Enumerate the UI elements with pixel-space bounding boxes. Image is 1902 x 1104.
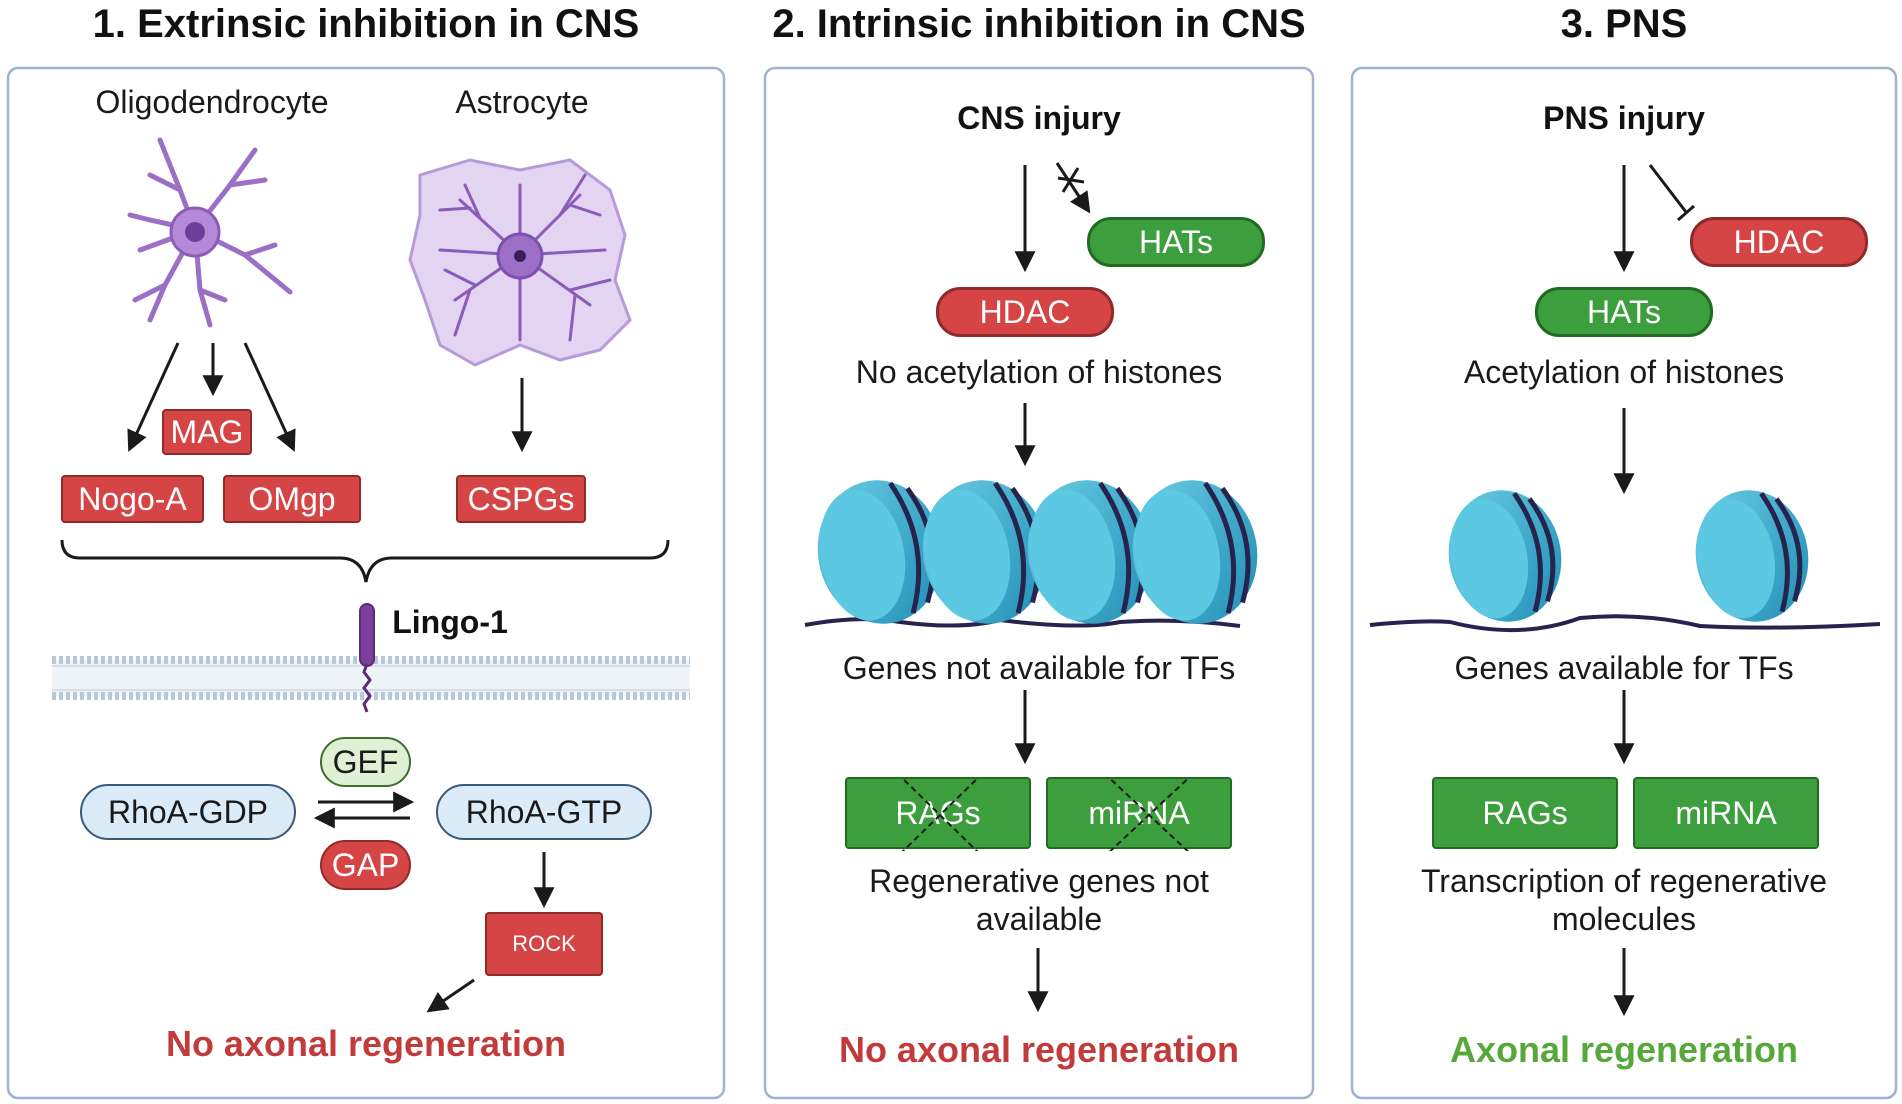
- mag-box: MAG: [162, 409, 252, 455]
- mirna-box-3: miRNA: [1633, 777, 1819, 849]
- panel-2-outcome: No axonal regeneration: [838, 1029, 1240, 1070]
- lingo-label: Lingo-1: [392, 604, 508, 640]
- genes-text-3: Genes available for TFs: [1454, 650, 1794, 686]
- panel-1-outcome: No axonal regeneration: [165, 1023, 567, 1064]
- rhoa-gtp-pill: RhoA-GTP: [436, 784, 652, 840]
- cns-injury-label: CNS injury: [957, 100, 1121, 136]
- hats-pill-2: HATs: [1087, 217, 1265, 267]
- inhibit-pnsinjury-to-hdac: [1648, 164, 1688, 213]
- dna-strand-3: [1369, 614, 1881, 633]
- regen-text-3: Transcription of regenerative molecules: [1420, 863, 1828, 937]
- mirna-box-2: miRNA: [1046, 777, 1232, 851]
- rags-label-2: RAGs: [895, 794, 981, 831]
- hats-pill-3: HATs: [1535, 287, 1713, 337]
- nucleosome-icons-compact: [817, 480, 1258, 624]
- pns-injury-label: PNS injury: [1543, 100, 1705, 136]
- omgp-box: OMgp: [223, 475, 361, 523]
- panel-3-frame: [1350, 66, 1898, 1100]
- arrow-oligo-to-nogo: [127, 342, 180, 452]
- crossed-out-icon: [901, 779, 979, 851]
- genes-text-2: Genes not available for TFs: [842, 650, 1236, 686]
- cspgs-box: CSPGs: [456, 475, 586, 523]
- gap-pill: GAP: [320, 840, 411, 890]
- rags-box-3: RAGs: [1432, 777, 1618, 849]
- panel-2-frame: [763, 66, 1315, 1100]
- histone-text-2: No acetylation of histones: [855, 354, 1223, 390]
- crossed-out-icon: [1108, 779, 1190, 851]
- lingo-transmembrane: [362, 663, 372, 713]
- rock-box: ROCK: [485, 912, 603, 976]
- panel-1-frame: [6, 66, 726, 1100]
- astrocyte-label: Astrocyte: [455, 84, 589, 120]
- regen-text-2: Regenerative genes not available: [869, 863, 1209, 937]
- inhibit-bar: [1677, 204, 1695, 222]
- arrow-rock-to-outcome: [426, 978, 475, 1013]
- nucleosome-icons-open: [1448, 490, 1809, 622]
- astrocyte-icon: [408, 158, 632, 367]
- arrow-cnsinjury-to-hats: [1055, 162, 1091, 214]
- panel-3-outcome: Axonal regeneration: [1449, 1029, 1799, 1070]
- panel-2-title: 2. Intrinsic inhibition in CNS: [772, 2, 1306, 46]
- hdac-pill-2: HDAC: [936, 287, 1114, 337]
- nogo-box: Nogo-A: [61, 475, 204, 523]
- gef-pill: GEF: [320, 737, 411, 787]
- block-cross-icon: [1057, 167, 1085, 193]
- panel-3-title: 3. PNS: [1560, 2, 1688, 46]
- oligodendrocyte-label: Oligodendrocyte: [95, 84, 329, 120]
- curly-brace: [60, 539, 670, 583]
- hdac-pill-3: HDAC: [1690, 217, 1868, 267]
- rags-box-2: RAGs: [845, 777, 1031, 851]
- arrow-oligo-to-omgp: [243, 342, 296, 452]
- histone-text-3: Acetylation of histones: [1463, 354, 1785, 390]
- panel-1-title: 1. Extrinsic inhibition in CNS: [92, 2, 640, 46]
- rhoa-gdp-pill: RhoA-GDP: [80, 784, 296, 840]
- oligodendrocyte-nucleus: [185, 222, 205, 242]
